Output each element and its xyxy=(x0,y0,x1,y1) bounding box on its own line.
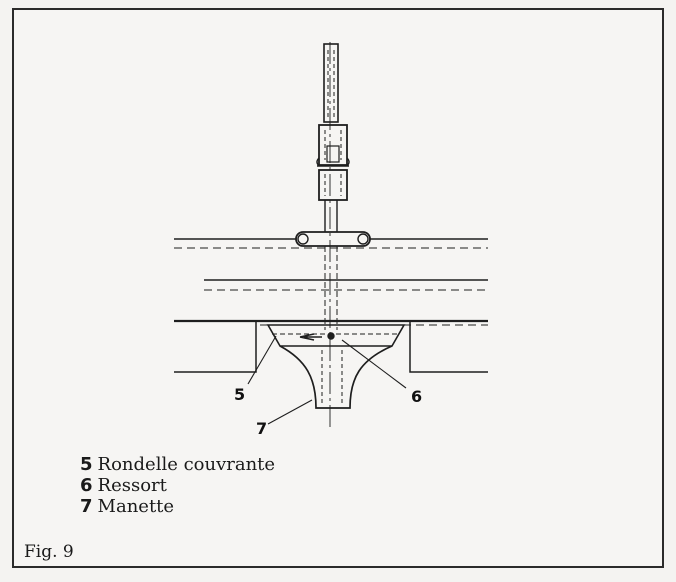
legend-label: Ressort xyxy=(97,475,167,496)
cover-washer xyxy=(266,324,406,347)
leader-7 xyxy=(267,399,313,425)
figure-caption: Fig. 9 xyxy=(24,542,74,562)
legend-number: 6 xyxy=(80,475,93,496)
spring xyxy=(327,332,335,340)
lower-coupling xyxy=(318,169,348,201)
leader-5 xyxy=(247,335,277,385)
bracket xyxy=(295,231,371,247)
handle xyxy=(279,345,393,409)
legend-number: 7 xyxy=(80,496,93,517)
callout-6: 6 xyxy=(411,387,422,406)
callout-7: 7 xyxy=(256,419,267,438)
upper-coupling xyxy=(318,124,348,166)
legend-label: Manette xyxy=(97,496,175,517)
callout-5: 5 xyxy=(234,385,245,404)
legend-label: Rondelle couvrante xyxy=(97,454,276,475)
upper-rod xyxy=(323,43,339,123)
legend-number: 5 xyxy=(80,454,93,475)
counter-body xyxy=(174,321,257,373)
leader-6 xyxy=(341,339,407,389)
